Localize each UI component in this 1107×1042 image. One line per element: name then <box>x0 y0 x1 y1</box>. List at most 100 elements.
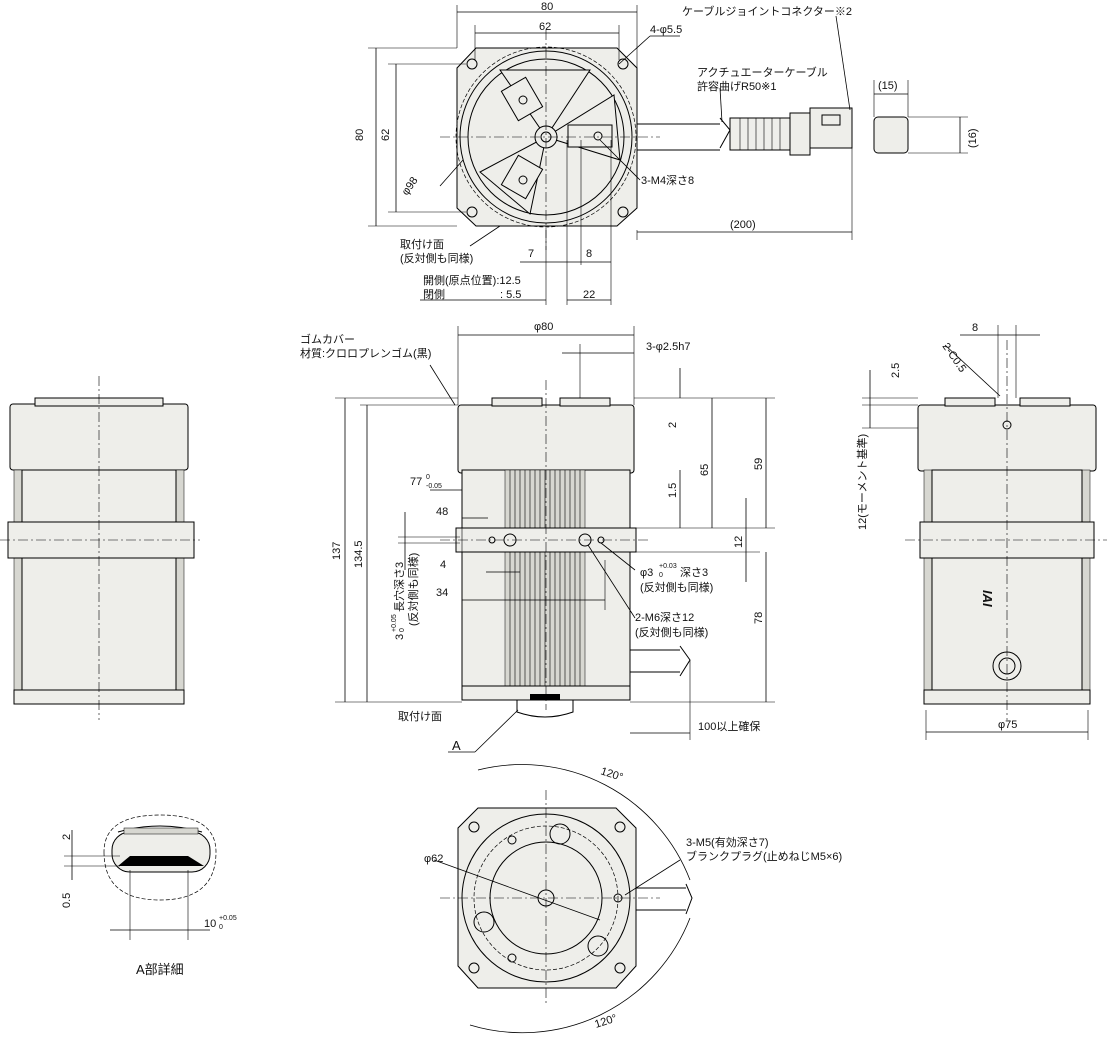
blank-plug-label: ブランクプラグ(止めねじM5×6) <box>686 849 842 863</box>
tap-hole-icon <box>593 131 603 141</box>
dim-conn-height: (16) <box>967 128 979 148</box>
dim-8: 8 <box>586 248 592 260</box>
dim-4: 4 <box>440 559 446 571</box>
mount-hole-icon <box>614 821 626 833</box>
dim-137: 137 <box>331 542 343 560</box>
detail-title: A部詳細 <box>136 962 184 977</box>
blank-plug-icon <box>473 911 495 933</box>
right-view: IAI 8 2-C0.5 2.5 12(モーメント基準) φ75 <box>855 322 1107 740</box>
blank-plug-icon <box>549 823 571 845</box>
tap-hole-icon <box>518 175 528 185</box>
dim-62-left: 62 <box>380 129 392 141</box>
stroke-close-label: 閉側 : 5.5 <box>423 288 521 301</box>
dim-62-top: 62 <box>539 21 551 33</box>
dim-phi75: φ75 <box>998 719 1017 731</box>
top-view: 80 62 80 62 4-φ5.5 φ98 3-M4深さ8 取付け面 (反対側… <box>354 1 979 305</box>
dim-77: 77 <box>410 476 422 488</box>
rubber-cover-label: ゴムカバー <box>300 332 355 346</box>
angle-top: 120° <box>599 765 624 783</box>
cable-joint-connector <box>809 107 853 149</box>
tol-77-upper: 0 <box>426 474 430 481</box>
pin-label: 3-φ2.5h7 <box>646 341 690 353</box>
jaw-block <box>500 76 544 122</box>
dim-8-right: 8 <box>972 322 978 334</box>
dim-34: 34 <box>436 587 448 599</box>
blank-plug-icon <box>587 935 609 957</box>
phi98-circle <box>455 46 637 228</box>
dim-78: 78 <box>753 612 765 624</box>
detail-tol-10-upper: +0.05 <box>219 915 237 922</box>
dim-80-top: 80 <box>541 1 553 13</box>
dim-80-left: 80 <box>354 129 366 141</box>
mount-hole-icon <box>466 58 478 70</box>
tap-m6-note: (反対側も同様) <box>635 625 708 639</box>
pin-hole-note: (反対側も同様) <box>640 580 713 594</box>
angle-bottom: 120° <box>593 1012 618 1030</box>
tol-3-lower: 0 <box>399 628 406 632</box>
diameter-98-label: φ98 <box>400 175 421 198</box>
cable-joint-label: ケーブルジョイントコネクター※2 <box>682 4 852 18</box>
rubber-cover-material: 材質:クロロプレンゴム(黒) <box>300 346 431 360</box>
detail-a-view: 2 0.5 10 +0.05 0 A部詳細 <box>61 814 237 977</box>
tap-m5-label: 3-M5(有効深さ7) <box>686 835 769 849</box>
dim-cable-length: (200) <box>730 219 756 231</box>
detail-marker-a: A <box>452 738 461 753</box>
hole-label: 4-φ5.5 <box>650 24 682 36</box>
detail-dim-2: 2 <box>61 834 73 840</box>
iai-logo: IAI <box>980 590 995 607</box>
actuator-cable-label: アクチュエーターケーブル <box>697 65 828 79</box>
mount-face-label-front: 取付け面 <box>398 710 442 723</box>
slot-label: 長穴深さ3 <box>392 562 406 612</box>
mount-hole-icon <box>468 962 480 974</box>
dim-2: 2 <box>667 422 679 428</box>
actuator-cable <box>637 123 720 151</box>
detail-dim-0-5: 0.5 <box>61 893 73 908</box>
jaw-block <box>567 124 613 148</box>
pin-hole-depth: 深さ3 <box>680 566 708 579</box>
slot-note: (反対側も同様) <box>406 553 420 626</box>
mount-face-note: (反対側も同様) <box>400 251 473 265</box>
tol-77-lower: -0.05 <box>426 483 442 490</box>
mount-hole-icon <box>468 821 480 833</box>
mount-hole-icon <box>614 962 626 974</box>
pin-hole-tol-upper: +0.03 <box>659 563 677 570</box>
dim-phi62: φ62 <box>424 853 443 865</box>
dim-134-5: 134.5 <box>353 540 365 568</box>
tap-hole-icon <box>518 95 528 105</box>
tol-3-upper: +0.05 <box>391 614 398 632</box>
bottom-view: 120° 120° φ62 3-M5(有効深さ7) ブランクプラグ(止めねじM5… <box>424 764 842 1034</box>
tap-m6-label: 2-M6深さ12 <box>635 611 694 624</box>
dim-12: 12 <box>733 536 745 548</box>
cable-connector <box>729 117 791 151</box>
clearance-label: 100以上確保 <box>698 719 760 733</box>
mount-hole-icon <box>466 206 478 218</box>
detail-tol-10-lower: 0 <box>219 924 223 931</box>
cable-port-icon <box>992 651 1022 681</box>
dim-48: 48 <box>436 506 448 518</box>
jaw-block <box>500 154 544 200</box>
front-cable <box>630 649 680 673</box>
connector-end-view <box>873 116 909 154</box>
left-side-view <box>0 376 200 720</box>
moment-label: 12(モーメント基準) <box>855 434 869 530</box>
mount-hole-icon <box>617 206 629 218</box>
tap-m4-label: 3-M4深さ8 <box>641 174 694 187</box>
dim-2-5: 2.5 <box>890 363 902 378</box>
dim-1-5: 1.5 <box>667 483 679 498</box>
dim-conn-width: (15) <box>878 80 898 92</box>
chamfer-label: 2-C0.5 <box>940 341 969 375</box>
detail-dim-10: 10 <box>204 918 216 930</box>
mount-face-label: 取付け面 <box>400 238 444 251</box>
actuator-cable-bend: 許容曲げR50※1 <box>697 79 777 93</box>
dim-65: 65 <box>699 464 711 476</box>
dim-59: 59 <box>753 458 765 470</box>
front-view: φ80 3-φ2.5h7 ゴムカバー 材質:クロロプレンゴム(黒) 137 13… <box>300 321 775 753</box>
pin-hole-label: φ3 <box>640 567 653 579</box>
stroke-open-label: 開側(原点位置):12.5 <box>423 273 521 287</box>
dim-7: 7 <box>528 248 534 260</box>
dim-22: 22 <box>583 289 595 301</box>
dim-3: 3 <box>394 634 406 640</box>
mount-hole-icon <box>617 58 629 70</box>
detail-a-region <box>516 700 574 718</box>
